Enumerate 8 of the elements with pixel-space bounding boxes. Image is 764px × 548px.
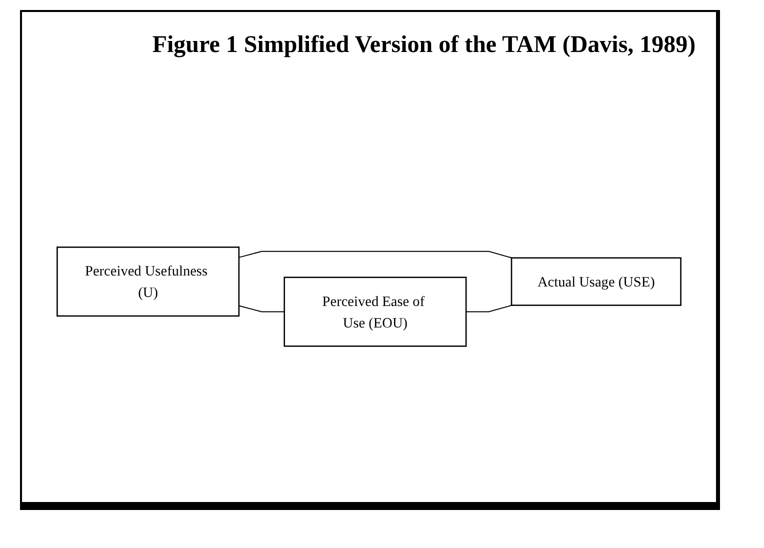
figure-frame: Figure 1 Simplified Version of the TAM (Davis, 1989) Perceived Usefulness (U) Actual Usage (USE) Perceived Ease of Use (EOU) (20, 10, 720, 510)
connector (238, 306, 285, 313)
node-box (510, 258, 682, 306)
connector (238, 251, 512, 259)
figure-title: Figure 1 Simplified Version of the TAM (Davis, 1989) (152, 31, 696, 60)
node-box (56, 246, 240, 317)
node-box (284, 277, 467, 348)
connector (466, 305, 512, 313)
